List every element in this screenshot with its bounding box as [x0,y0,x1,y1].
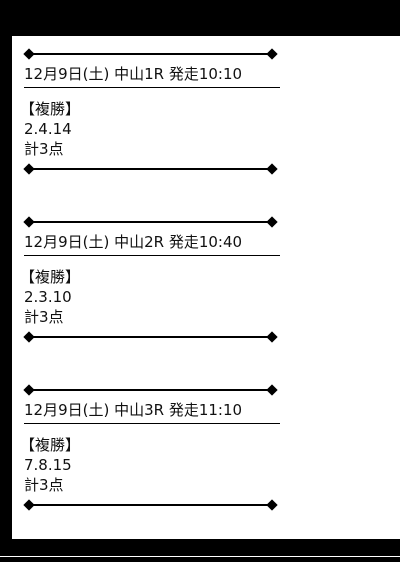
diamond-divider-top [23,212,278,232]
divider-line [32,168,270,170]
top-bar [0,0,400,36]
divider-line [32,504,270,506]
bet-numbers: 7.8.15 [24,456,72,474]
bet-type-label: 【複勝】 [20,436,81,454]
race-block-1: 12月9日(土) 中山1R 発走10:10 【複勝】 2.4.14 計3点 [20,44,294,179]
diamond-divider-bottom [23,159,278,179]
header-rule [24,255,280,256]
diamond-icon [266,48,278,60]
bet-total: 計3点 [24,308,64,326]
bet-type-label: 【複勝】 [20,268,81,286]
bet-type-label: 【複勝】 [20,100,81,118]
diamond-divider-top [23,380,278,400]
header-rule [24,87,280,88]
diamond-icon [266,331,278,343]
divider-line [32,336,270,338]
diamond-icon [266,384,278,396]
bet-numbers: 2.4.14 [24,120,72,138]
divider-line [32,389,270,391]
race-block-2: 12月9日(土) 中山2R 発走10:40 【複勝】 2.3.10 計3点 [20,212,294,347]
diamond-divider-bottom [23,327,278,347]
race-header: 12月9日(土) 中山2R 発走10:40 [24,233,243,251]
bottom-border-line [0,556,400,557]
race-header: 12月9日(土) 中山1R 発走10:10 [24,65,243,83]
bet-total: 計3点 [24,140,64,158]
diamond-divider-bottom [23,495,278,515]
diamond-divider-top [23,44,278,64]
bet-total: 計3点 [24,476,64,494]
bet-numbers: 2.3.10 [24,288,72,306]
race-block-3: 12月9日(土) 中山3R 発走11:10 【複勝】 7.8.15 計3点 [20,380,294,515]
diamond-icon [266,499,278,511]
diamond-icon [266,163,278,175]
header-rule [24,423,280,424]
diamond-icon [266,216,278,228]
divider-line [32,53,270,55]
divider-line [32,221,270,223]
race-header: 12月9日(土) 中山3R 発走11:10 [24,401,243,419]
content-panel: 12月9日(土) 中山1R 発走10:10 【複勝】 2.4.14 計3点 12… [12,36,400,539]
